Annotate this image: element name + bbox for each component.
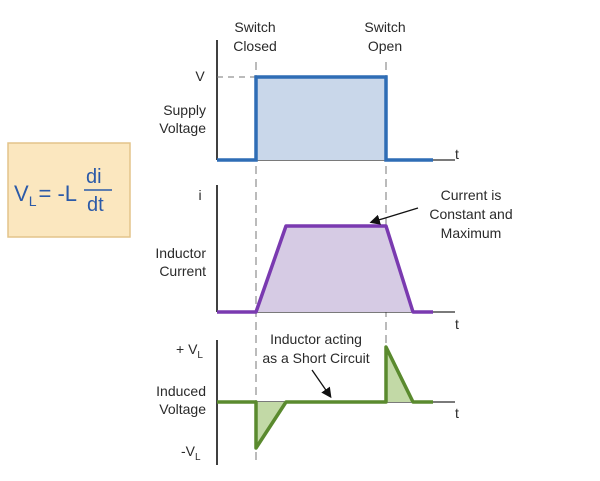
current-note-1: Current is <box>441 187 502 203</box>
induced-name-2: Voltage <box>159 401 206 417</box>
induced-note-2: as a Short Circuit <box>262 350 369 366</box>
supply-t-label: t <box>455 146 459 162</box>
formula-numerator: di <box>86 166 102 188</box>
supply-pulse-area <box>256 77 386 160</box>
supply-name-2: Voltage <box>159 120 206 136</box>
current-note-2: Constant and <box>429 206 512 222</box>
formula-lhs: VL= -L <box>14 181 77 209</box>
current-note-3: Maximum <box>441 225 502 241</box>
induced-neg-label: -VL <box>181 443 201 463</box>
current-name-1: Inductor <box>155 245 206 261</box>
induced-note-1: Inductor acting <box>270 331 362 347</box>
supply-name-1: Supply <box>163 102 206 118</box>
induced-note-arrow <box>311 369 332 399</box>
supply-waveform <box>217 75 433 162</box>
switch-open-label-2: Open <box>368 38 402 54</box>
switch-open-label: Switch <box>364 19 405 35</box>
formula-denominator: dt <box>87 194 104 216</box>
induced-waveform <box>217 345 433 450</box>
current-area <box>256 226 413 312</box>
current-note-arrow <box>369 207 419 225</box>
switch-closed-label-2: Closed <box>233 38 277 54</box>
current-i-label: i <box>198 187 201 203</box>
induced-pos-label: + VL <box>176 341 203 361</box>
supply-v-label: V <box>195 68 205 84</box>
current-name-2: Current <box>159 263 206 279</box>
current-waveform <box>217 224 433 314</box>
current-t-label: t <box>455 316 459 332</box>
induced-t-label: t <box>455 405 459 421</box>
induced-name-1: Induced <box>156 383 206 399</box>
switch-closed-label: Switch <box>234 19 275 35</box>
